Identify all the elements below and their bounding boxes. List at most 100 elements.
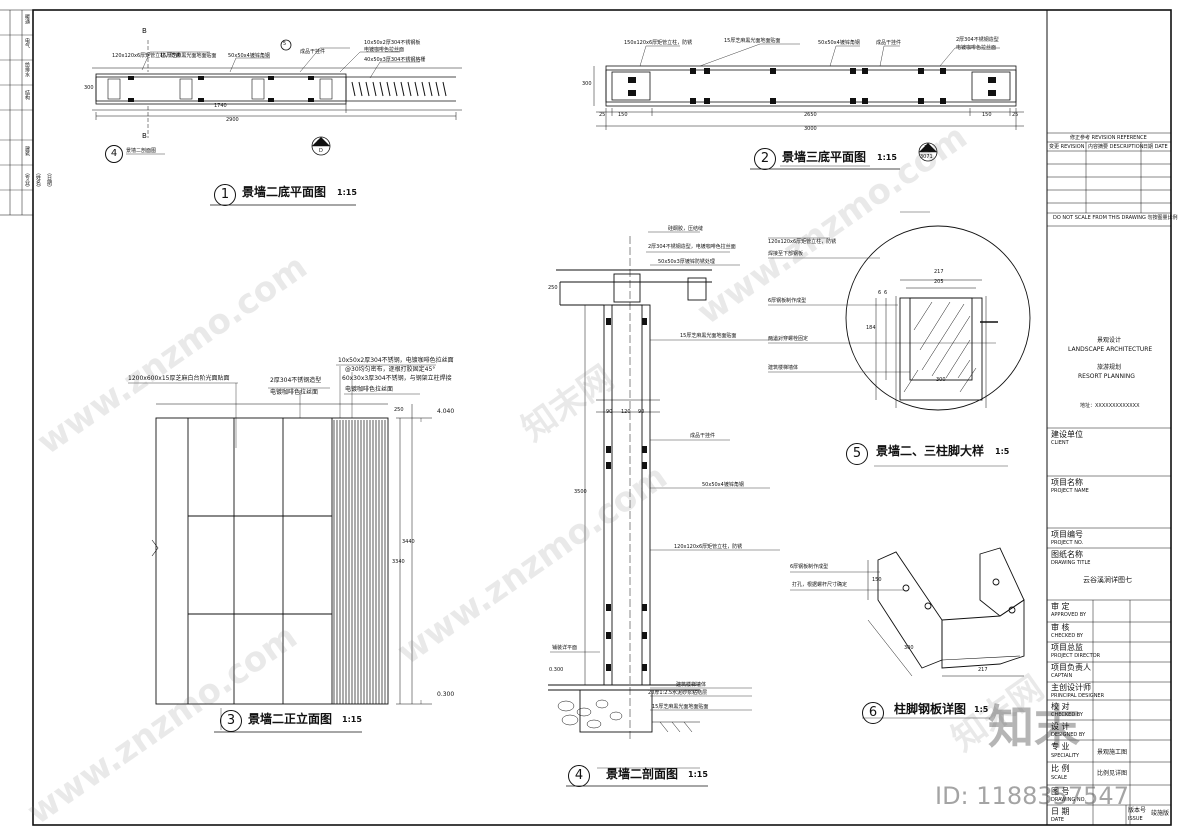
dimension: 217 [934, 269, 944, 275]
role-label: 比 例 [1051, 764, 1070, 773]
drawing-title-label: 图纸名称 [1051, 550, 1083, 559]
note: 120x120x6厚矩管立柱，防锈 [674, 544, 743, 550]
level-mark: 0.300 [549, 667, 564, 673]
note: 15厚芝麻黑光面地面贴面 [724, 38, 781, 44]
issue-value: 竣施版 [1151, 810, 1170, 817]
firm-line: LANDSCAPE ARCHITECTURE [1068, 346, 1153, 353]
dimension: 3440 [402, 539, 415, 545]
note: 6厚钢板制作成型 [790, 564, 829, 570]
drawing-number: 5 [846, 443, 868, 465]
note: 15厚芝麻黑光面地面贴面 [680, 333, 737, 339]
dimension: 6 [878, 290, 882, 296]
role-label-en: CAPTAIN [1051, 673, 1073, 679]
role-label-en: DATE [1051, 817, 1065, 823]
note: 120x120x6厚矩管立柱，防锈 [768, 239, 837, 245]
note: 铺装详平面 [552, 645, 578, 651]
ref-bubble: 4 [105, 145, 123, 163]
section-mark: B [142, 132, 147, 140]
dimension: 3500 [574, 489, 587, 495]
sidebar-cell: （日期） [46, 170, 52, 190]
dimension: 120 [621, 409, 631, 415]
sidebar-cell: 电气 [24, 38, 30, 48]
issue-label: 版本号 [1128, 807, 1147, 814]
dimension: 205 [934, 279, 944, 285]
note: 6厚钢板制作成型 [768, 298, 807, 304]
note: 建筑楼梯墙体 [676, 682, 707, 688]
revision-col: 变更 REVISION [1049, 144, 1085, 150]
project-name-label: 项目名称 [1051, 478, 1083, 487]
revision-col: 日期 DATE [1143, 144, 1168, 150]
note: 电镀咖啡色拉丝面 [956, 45, 997, 51]
role-label-en: CHECKED BY [1051, 633, 1083, 639]
firm-line: 景观设计 [1097, 337, 1122, 344]
role-label-en: CHECKED BY [1051, 712, 1083, 718]
note: 电镀咖啡色拉丝面 [270, 389, 319, 396]
dimension: 300 [936, 377, 946, 383]
dimension: 150 [618, 112, 628, 118]
firm-line: 旅游规划 [1097, 364, 1122, 371]
note: 2厚304不锈钢造型，电镀咖啡色拉丝面 [648, 244, 736, 250]
index-bot: 3071 [920, 154, 933, 160]
note: 成品干挂件 [876, 40, 902, 46]
note: 15厚芝麻黑光面地面贴面 [652, 704, 709, 710]
level-mark: 4.040 [437, 408, 455, 415]
note: 两道对穿螺栓固定 [768, 336, 809, 342]
drawing-title: 景墙二正立面图 [248, 712, 333, 726]
firm-address: 地址：XXXXXXXXXXXXX [1080, 403, 1140, 409]
dimension: 150 [872, 577, 882, 583]
note: 10x50x2厚304不锈钢，电镀咖啡色拉丝面 [338, 357, 454, 364]
drawing-scale: 1:5 [995, 447, 1010, 456]
note: 打孔，根据螺杆尺寸确定 [792, 582, 848, 588]
drawing-number: 3 [220, 710, 242, 732]
role-label-en: DRAWING NO. [1051, 797, 1086, 803]
revision-header: 修正参考 REVISION REFERENCE [1070, 135, 1147, 141]
role-label: 日 期 [1051, 807, 1070, 816]
note: 50x50x4镀锌角钢 [702, 482, 744, 488]
note: 120x120x6厚矩管立柱，防锈 [112, 53, 181, 59]
drawing-number: 4 [568, 765, 590, 787]
role-label-en: PROJECT DIRECTOR [1051, 653, 1101, 659]
role-label: 审 定 [1051, 602, 1070, 611]
index-top: 3 [317, 140, 321, 146]
speciality-value: 景观施工图 [1097, 749, 1128, 756]
sidebar-cell: （专业） [24, 170, 30, 190]
drawing-title: 景墙二剖面图 [606, 767, 679, 781]
client-label: 建设单位 [1051, 430, 1083, 439]
dimension: 300 [84, 85, 94, 91]
note: 电镀咖啡色拉丝面 [345, 386, 394, 393]
drawing-title-label-en: DRAWING TITLE [1051, 560, 1091, 566]
role-label: 项目总监 [1051, 643, 1083, 652]
index-top: 2 [924, 145, 928, 151]
drawing-title-value: 云谷溪涧详图七 [1083, 576, 1132, 584]
scale-value: 比例见详图 [1097, 770, 1128, 777]
drawing-scale: 1:15 [337, 188, 357, 197]
drawing-title: 景墙三底平面图 [782, 150, 867, 164]
sidebar-cell: 建筑 [24, 146, 30, 156]
client-label-en: CLIENT [1051, 440, 1069, 446]
watermark-id: ID: 1188357547 [935, 782, 1129, 810]
watermark-logo: 知末 [988, 700, 1080, 754]
sidebar-cell: 暖通 [24, 14, 30, 24]
dimension: 3340 [392, 559, 405, 565]
note: 10x50x2厚304不锈钢板 [364, 40, 421, 46]
role-label: 项目负责人 [1051, 663, 1091, 672]
scale-note: DO NOT SCALE FROM THIS DRAWING 勿按图量比例 [1053, 215, 1178, 221]
dimension: 2650 [804, 112, 817, 118]
note: 20厚1:2.5水泥砂浆粘结层 [648, 690, 708, 696]
note: 建筑楼梯墙体 [768, 365, 799, 371]
role-label: 校 对 [1051, 702, 1070, 711]
note: 焊接至下部钢板 [768, 251, 804, 257]
firm-line: RESORT PLANNING [1078, 373, 1135, 380]
drawing-title: 景墙二底平面图 [242, 185, 327, 199]
note: @30均匀密布，逐根打胶固定45° [345, 366, 436, 373]
dimension: 6 [884, 290, 888, 296]
note: 50x50x4镀锌角钢 [818, 40, 860, 46]
role-label: 专 业 [1051, 742, 1070, 751]
project-no-label: 项目编号 [1051, 530, 1083, 539]
dimension: 300 [904, 645, 914, 651]
note: 15厚芝麻黑光面地面贴面 [160, 53, 217, 59]
role-label-en: SPECIALITY [1051, 753, 1080, 759]
dimension: 184 [866, 325, 876, 331]
drawing-title: 柱脚钢板详图 [894, 702, 967, 716]
